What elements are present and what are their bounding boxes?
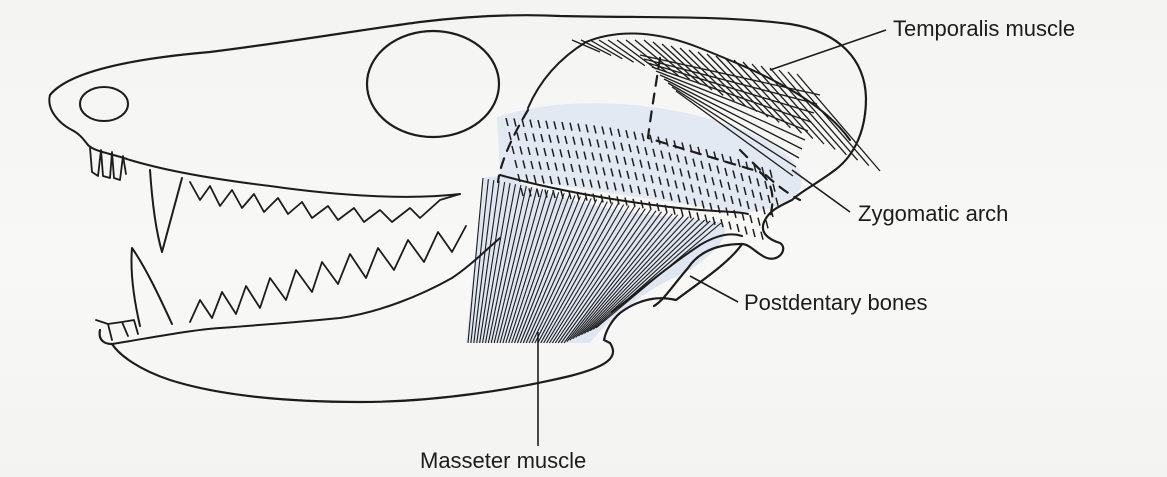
upper-jaw: [49, 95, 460, 197]
temporalis-fiber: [716, 56, 779, 122]
temporalis-fiber: [734, 60, 802, 133]
zygomatic-dash: [745, 226, 747, 234]
zygomatic-dash: [625, 198, 627, 206]
temporalis-fiber: [797, 74, 880, 171]
temporalis-fiber: [617, 40, 656, 69]
zygomatic-dash: [753, 229, 755, 237]
zygomatic-dash: [737, 224, 739, 232]
zygomatic-dash: [609, 195, 611, 203]
zygomatic-dash: [766, 220, 768, 228]
zygomatic-dash: [758, 218, 760, 226]
zygomatic-arch-label: Zygomatic arch: [858, 203, 1008, 225]
zygomatic-dash: [593, 194, 595, 202]
lower-incisors: [96, 320, 138, 340]
temporalis-fiber: [725, 58, 790, 128]
dentary-upper-edge: [112, 238, 500, 344]
upper-teeth: [190, 182, 460, 222]
temporalis-label: Temporalis muscle: [893, 18, 1075, 40]
zygomatic-dash: [649, 202, 651, 210]
zygomatic-dash: [761, 232, 763, 240]
zygomatic-dash: [617, 196, 619, 204]
zygomatic-dash: [633, 199, 635, 207]
zygomatic-dash: [641, 200, 643, 208]
lower-canine: [131, 248, 172, 326]
lower-teeth: [190, 226, 466, 322]
zygomatic-dash: [750, 215, 752, 223]
nostril: [80, 87, 128, 121]
postdentary-leader: [690, 276, 738, 302]
zygomatic-dash: [729, 222, 731, 230]
zygomatic-dash: [681, 208, 683, 216]
zygomatic-leader: [792, 170, 850, 212]
zygomatic-dash: [657, 203, 659, 211]
zygomatic-dash: [689, 210, 691, 218]
orbit: [367, 31, 499, 137]
masseter-label: Masseter muscle: [420, 450, 586, 472]
upper-canine: [150, 170, 182, 252]
temporalis-fiber: [581, 40, 611, 55]
postdentary-bones-label: Postdentary bones: [744, 292, 927, 314]
